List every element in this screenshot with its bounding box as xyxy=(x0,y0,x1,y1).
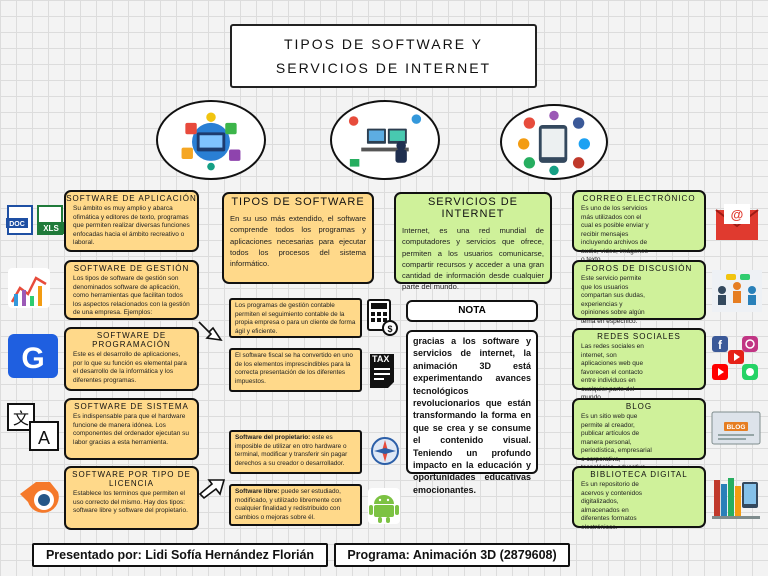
services-collage-oval xyxy=(500,104,608,180)
blog-icon: BLOG xyxy=(710,410,762,450)
arrow-right-icon xyxy=(198,474,228,500)
card-biblioteca-digital: BIBLIOTECA DIGITAL Es un repositorio de … xyxy=(572,466,706,531)
translate-icon: 文 A xyxy=(6,400,60,452)
card-blog: BLOG Es un sitio web que permite al crea… xyxy=(572,398,706,480)
card-heading: TIPOS DE SOFTWARE xyxy=(231,196,365,208)
software-collage-oval xyxy=(156,100,266,180)
card-heading: BIBLIOTECA DIGITAL xyxy=(590,470,688,479)
box-desc: puede ser estudiado, modificado, y utili… xyxy=(235,488,342,521)
svg-text:文: 文 xyxy=(13,410,29,428)
svg-text:f: f xyxy=(718,338,723,352)
card-body: Es indispensable para que el hardware fu… xyxy=(73,413,189,446)
doc-xls-icon: DOC XLS xyxy=(6,202,64,236)
card-body: Establece los terminos que permiten el u… xyxy=(73,490,188,514)
card-heading: SOFTWARE DE APLICACIÓN xyxy=(66,194,197,203)
forum-icon xyxy=(712,270,762,312)
box-text: Los programas de gestión contable permit… xyxy=(235,302,356,335)
box-software-fiscal: El software fiscal se ha convertido en u… xyxy=(229,348,362,392)
svg-text:$: $ xyxy=(387,324,392,334)
box-label: Software libre: xyxy=(235,488,280,495)
card-body: Este es el desarrollo de aplicaciones, p… xyxy=(73,351,187,384)
android-icon xyxy=(368,488,400,524)
svg-text:A: A xyxy=(38,428,50,448)
card-foros-discusion: FOROS DE DISCUSIÓN Este servicio permite… xyxy=(572,260,706,325)
card-heading: BLOG xyxy=(625,402,653,411)
software-collage-icon xyxy=(181,112,241,171)
card-heading: SOFTWARE POR TIPO DE LICENCIA xyxy=(72,470,191,488)
nota-box: gracias a los software y servicios de in… xyxy=(406,330,538,495)
card-body: Es uno de los servicios más utilizados c… xyxy=(581,205,649,263)
card-heading: SOFTWARE DE SISTEMA xyxy=(74,402,189,411)
tax-icon xyxy=(368,352,396,390)
box-text: Software libre: puede ser estudiado, mod… xyxy=(231,486,360,524)
svg-text:BLOG: BLOG xyxy=(727,424,746,431)
card-software-licencia: SOFTWARE POR TIPO DE LICENCIA Establece … xyxy=(64,466,199,530)
program-label: Programa: Animación 3D (2879608) xyxy=(334,543,570,567)
title-line-1: TIPOS DE SOFTWARE Y xyxy=(283,36,484,52)
box-gestion-contable: Los programas de gestión contable permit… xyxy=(229,298,362,338)
card-heading: FOROS DE DISCUSIÓN xyxy=(585,264,693,273)
g-logo-icon: G xyxy=(8,334,58,378)
card-heading: SOFTWARE DE PROGRAMACIÓN xyxy=(92,331,171,349)
card-body: Es un repositorio de acervos y contenido… xyxy=(581,481,643,531)
card-body: Este servicio permite que los usuarios c… xyxy=(581,275,645,325)
card-servicios-internet: SERVICIOS DE INTERNET Internet, es una r… xyxy=(394,192,552,291)
svg-text:XLS: XLS xyxy=(43,224,59,233)
presenter-label: Presentado por: Lidi Sofía Hernández Flo… xyxy=(32,543,328,567)
card-heading: CORREO ELECTRÓNICO xyxy=(582,194,696,203)
box-desc: este es imposible de utilizar en otro ha… xyxy=(235,434,348,467)
email-icon: @ xyxy=(712,202,762,242)
tax-label: TAX xyxy=(372,354,390,364)
card-body: Internet, es una red mundial de computad… xyxy=(402,226,544,292)
calculator-icon: $ xyxy=(366,298,398,338)
card-software-programacion: SOFTWARE DE PROGRAMACIÓN Este es el desa… xyxy=(64,327,199,391)
card-body: Las redes sociales en internet, son apli… xyxy=(581,343,644,401)
box-label: Software del propietario: xyxy=(235,434,311,441)
person-at-computer-icon xyxy=(348,114,422,167)
chart-icon xyxy=(8,268,50,308)
card-software-gestion: SOFTWARE DE GESTIÓN Los tipos de softwar… xyxy=(64,260,199,320)
arrow-right-icon xyxy=(197,316,227,344)
app-icons-collage-icon xyxy=(518,110,590,176)
card-redes-sociales: REDES SOCIALES Las redes sociales en int… xyxy=(572,328,706,401)
nota-heading: NOTA xyxy=(406,300,538,322)
nota-body: gracias a los software y servicios de in… xyxy=(413,336,531,495)
box-software-propietario: Software del propietario: este es imposi… xyxy=(229,430,362,474)
svg-text:@: @ xyxy=(731,207,744,222)
card-body: En su uso más extendido, el software com… xyxy=(230,214,366,269)
card-software-aplicacion: SOFTWARE DE APLICACIÓN Su ámbito es muy … xyxy=(64,190,199,252)
card-tipos-software: TIPOS DE SOFTWARE En su uso más extendid… xyxy=(222,192,374,284)
card-heading: SERVICIOS DE INTERNET xyxy=(427,196,519,220)
card-software-sistema: SOFTWARE DE SISTEMA Es indispensable par… xyxy=(64,398,199,460)
digital-library-icon xyxy=(710,472,762,522)
box-text: Software del propietario: este es imposi… xyxy=(231,432,360,470)
card-body: Su ámbito es muy amplio y abarca ofimáti… xyxy=(73,205,190,246)
card-heading: REDES SOCIALES xyxy=(597,332,681,341)
svg-text:G: G xyxy=(21,342,44,375)
social-media-icon: f xyxy=(710,334,762,382)
card-body: Los tipos de software de gestión son den… xyxy=(73,275,190,316)
blender-icon xyxy=(14,470,64,520)
compass-icon xyxy=(370,436,400,466)
box-software-libre: Software libre: puede ser estudiado, mod… xyxy=(229,484,362,526)
title-line-2: SERVICIOS DE INTERNET xyxy=(275,60,492,76)
page-title: TIPOS DE SOFTWARE Y SERVICIOS DE INTERNE… xyxy=(230,24,537,88)
box-text: El software fiscal se ha convertido en u… xyxy=(235,352,353,385)
card-correo-electronico: CORREO ELECTRÓNICO Es uno de los servici… xyxy=(572,190,706,263)
internet-services-oval xyxy=(330,100,440,180)
card-heading: SOFTWARE DE GESTIÓN xyxy=(73,264,190,273)
svg-text:DOC: DOC xyxy=(9,221,25,228)
